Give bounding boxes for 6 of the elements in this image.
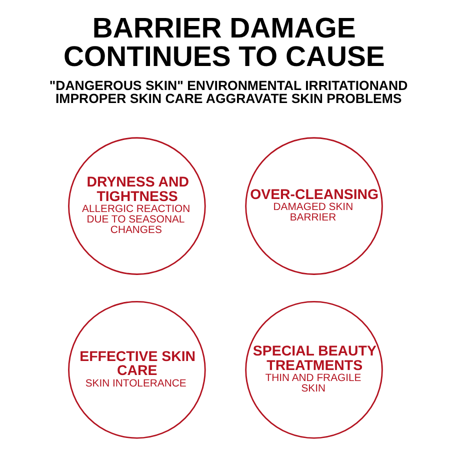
node-circle: SPECIAL BEAUTY TREATMENTS THIN AND FRAGILE SKIN bbox=[245, 300, 383, 439]
node-circle: OVER-CLEANSING DAMAGED SKIN BARRIER bbox=[245, 137, 383, 275]
node-circle: DRYNESS AND TIGHTNESS ALLERGIC REACTION DUE TO SEASONAL CHANGES bbox=[68, 137, 206, 275]
label: "DANGEROUS SKIN" ENVIRONMENTAL IRRITATIONAND IMPROPER SKIN CARE AGGRAVATE SKIN PROBLEMS bbox=[49, 78, 408, 106]
node-circle: EFFECTIVE SKIN CARE SKIN INTOLERANCE bbox=[68, 300, 206, 439]
diagram-title: BARRIER DAMAGE CONTINUES TO CAUSE bbox=[64, 12, 385, 73]
